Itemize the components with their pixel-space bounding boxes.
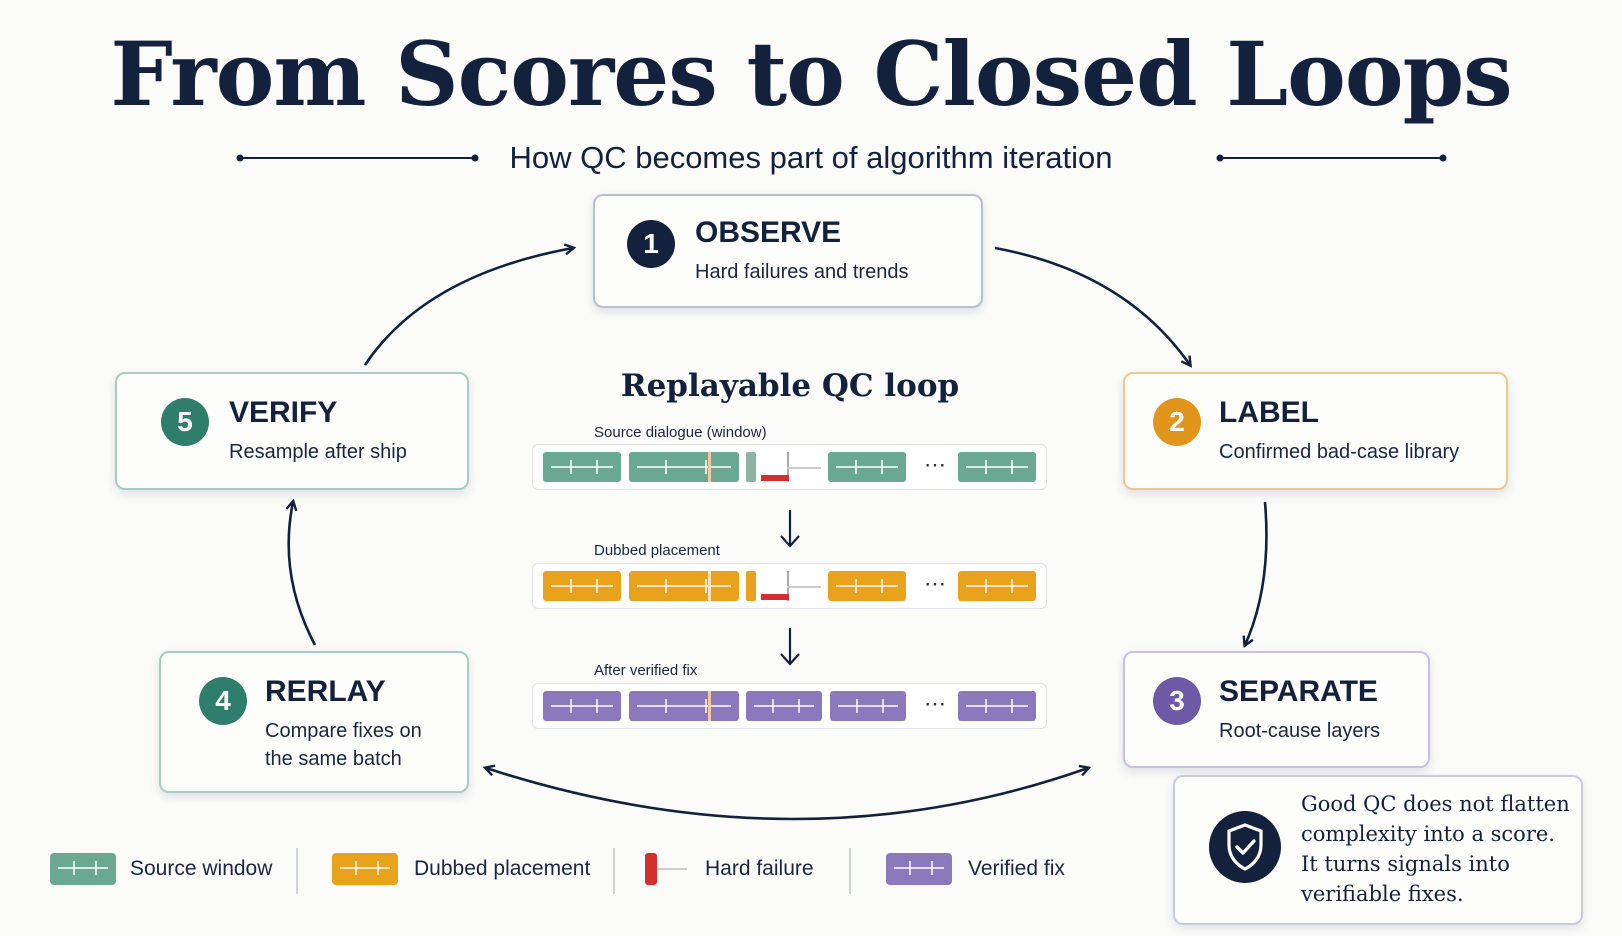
legend-dubbed-placement: Dubbed placement xyxy=(332,853,592,887)
legend-label: Source window xyxy=(130,857,273,880)
dubbed-edge-bar xyxy=(746,571,756,601)
legend-label: Hard failure xyxy=(705,857,814,880)
arrow-verify-to-observe xyxy=(363,248,573,366)
lane-arrow-2 xyxy=(780,628,800,666)
page-subtitle: How QC becomes part of algorithm iterati… xyxy=(509,140,1113,175)
lane-ellipsis: ⋯ xyxy=(924,571,946,596)
step-4-desc: Compare fixes on the same batch xyxy=(265,720,422,770)
legend-divider xyxy=(296,848,298,894)
segment-split xyxy=(708,691,711,721)
lane-ellipsis: ⋯ xyxy=(924,452,946,477)
step-4-badge: 4 xyxy=(199,677,247,725)
step-relay-card: 4 RERLAY Compare fixes on the same batch xyxy=(159,651,469,793)
takeaway-note: Good QC does not flatten complexity into… xyxy=(1173,775,1583,925)
source-window-swatch xyxy=(50,853,116,885)
source-segment xyxy=(958,452,1036,482)
step-3-name: SEPARATE xyxy=(1219,675,1378,708)
source-segment xyxy=(629,452,739,482)
legend-source-window: Source window xyxy=(50,853,280,887)
takeaway-text: Good QC does not flatten complexity into… xyxy=(1301,792,1570,906)
step-2-desc: Confirmed bad-case library xyxy=(1219,441,1460,463)
source-segment xyxy=(828,452,906,482)
lane-label-fixed: After verified fix xyxy=(594,662,698,679)
step-2-name: LABEL xyxy=(1219,396,1319,429)
step-3-badge: 3 xyxy=(1153,677,1201,725)
lane-label-dubbed: Dubbed placement xyxy=(594,542,720,559)
fixed-segment xyxy=(629,691,739,721)
shield-check-icon xyxy=(1209,811,1281,883)
legend-divider xyxy=(849,848,851,894)
step-observe-card: 1 OBSERVE Hard failures and trends xyxy=(593,194,983,308)
hard-failure-swatch-line xyxy=(657,868,687,870)
lane-source: ⋯ xyxy=(532,444,1047,490)
failure-line xyxy=(787,586,821,588)
fixed-segment xyxy=(543,691,621,721)
legend-hard-failure: Hard failure xyxy=(643,853,833,887)
lane-dubbed: ⋯ xyxy=(532,563,1047,609)
step-1-name: OBSERVE xyxy=(695,216,842,249)
lane-ellipsis: ⋯ xyxy=(924,691,946,716)
hard-failure-mark xyxy=(761,475,789,481)
step-5-badge: 5 xyxy=(161,398,209,446)
arrow-label-to-separate xyxy=(1245,501,1268,645)
segment-split xyxy=(708,452,711,482)
arrow-separate-relay xyxy=(486,768,1088,821)
source-edge-bar xyxy=(746,452,756,482)
step-verify-card: 5 VERIFY Resample after ship xyxy=(115,372,469,490)
step-5-name: VERIFY xyxy=(229,396,338,429)
dubbed-segment xyxy=(828,571,906,601)
step-separate-card: 3 SEPARATE Root-cause layers xyxy=(1123,651,1430,768)
dubbed-segment xyxy=(629,571,739,601)
step-1-badge: 1 xyxy=(627,220,675,268)
verified-fix-swatch xyxy=(886,853,952,885)
step-4-name: RERLAY xyxy=(265,675,386,708)
step-3-desc: Root-cause layers xyxy=(1219,720,1381,742)
fixed-segment xyxy=(830,691,906,721)
source-segment xyxy=(543,452,621,482)
step-1-desc: Hard failures and trends xyxy=(695,261,909,283)
legend-divider xyxy=(613,848,615,894)
page-title: From Scores to Closed Loops xyxy=(110,22,1512,126)
hard-failure-swatch xyxy=(645,853,657,885)
step-5-desc: Resample after ship xyxy=(229,441,407,463)
step-label-card: 2 LABEL Confirmed bad-case library xyxy=(1123,372,1508,490)
legend-label: Verified fix xyxy=(968,857,1065,880)
arrow-relay-to-verify xyxy=(289,502,317,646)
lane-arrow-1 xyxy=(780,510,800,548)
failure-line xyxy=(787,467,821,469)
legend-label: Dubbed placement xyxy=(414,857,591,880)
center-title: Replayable QC loop xyxy=(620,368,960,404)
legend-verified-fix: Verified fix xyxy=(886,853,1086,887)
step-2-badge: 2 xyxy=(1153,398,1201,446)
dubbed-segment xyxy=(958,571,1036,601)
fixed-segment xyxy=(958,691,1036,721)
fixed-segment xyxy=(746,691,822,721)
dubbed-placement-swatch xyxy=(332,853,398,885)
segment-split xyxy=(708,571,711,601)
arrow-observe-to-label xyxy=(994,246,1190,365)
lane-fixed: ⋯ xyxy=(532,683,1047,729)
lane-label-source: Source dialogue (window) xyxy=(594,424,767,441)
hard-failure-mark xyxy=(761,594,789,600)
dubbed-segment xyxy=(543,571,621,601)
